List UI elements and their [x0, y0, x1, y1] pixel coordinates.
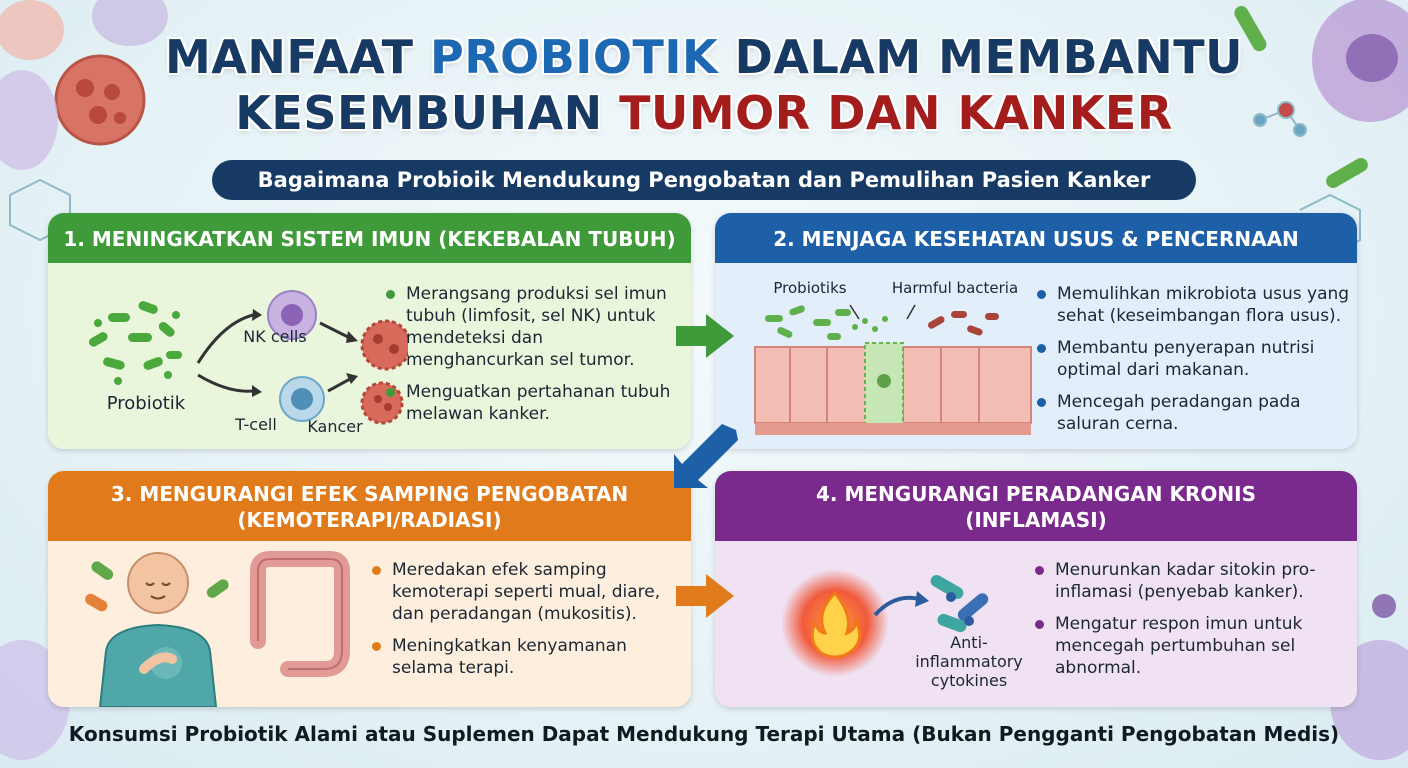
molecule-icon — [9, 101, 1361, 256]
pill-icon — [85, 561, 229, 612]
gut-illustration — [754, 304, 1032, 435]
footer-note: Konsumsi Probiotik Alami atau Suplemen D… — [68, 722, 1340, 746]
list-item: Merangsang produksi sel imun tubuh (limf… — [384, 283, 684, 371]
label-kancer: Kancer — [307, 417, 363, 436]
list-item: Memulihkan mikrobiota usus yang sehat (k… — [1035, 283, 1351, 327]
panel-gut-bullets: Memulihkan mikrobiota usus yang sehat (k… — [1035, 283, 1351, 445]
arrow-icon — [196, 313, 254, 364]
panel-immune-bullets: Merangsang produksi sel imun tubuh (limf… — [384, 283, 684, 435]
probiotic-bacteria-icon — [88, 301, 182, 385]
page-title-line1: MANFAAT PROBIOTIK DALAM MEMBANTU — [164, 30, 1244, 84]
nk-cell-icon — [267, 290, 317, 340]
fire-icon — [781, 569, 889, 677]
side-effects-illustration — [85, 551, 350, 707]
arrow-icon — [674, 424, 738, 488]
intestine-icon — [250, 551, 350, 677]
intestinal-villi-icon — [754, 342, 1032, 435]
panel-inflammation: 4. MENGURANGI PERADANGAN KRONIS (INFLAMA… — [715, 471, 1357, 707]
list-item: Mencegah peradangan pada saluran cerna. — [1035, 391, 1351, 435]
list-item: Membantu penyerapan nutrisi optimal dari… — [1035, 337, 1351, 381]
arrow-icon — [197, 373, 254, 393]
panel-inflammation-title: 4. MENGURANGI PERADANGAN KRONIS (INFLAMA… — [715, 471, 1357, 541]
virus-icon — [54, 54, 146, 146]
arrow-icon — [676, 314, 734, 358]
list-item: Menguatkan pertahanan tubuh melawan kank… — [384, 381, 684, 425]
panel-side-effects-title: 3. MENGURANGI EFEK SAMPING PENGOBATAN (K… — [48, 471, 691, 541]
cytokine-icon — [930, 575, 989, 633]
page-title-line2: KESEMBUHAN TUMOR DAN KANKER — [235, 86, 1173, 140]
label-harmful-bacteria: Harmful bacteria — [891, 279, 1019, 297]
cell-icon — [1234, 0, 1408, 188]
label-probiotiks: Probiotiks — [773, 279, 847, 297]
panel-immune: 1. MENINGKATKAN SISTEM IMUN (KEKEBALAN T… — [48, 213, 691, 449]
immune-illustration — [88, 290, 408, 425]
panel-gut-title: 2. MENJAGA KESEHATAN USUS & PENCERNAAN — [715, 213, 1357, 263]
panel-immune-title: 1. MENINGKATKAN SISTEM IMUN (KEKEBALAN T… — [48, 213, 691, 263]
probiotic-bacteria-icon — [765, 305, 888, 340]
list-item: Mengatur respon imun untuk mencegah pert… — [1033, 613, 1349, 679]
panel-side-effects: 3. MENGURANGI EFEK SAMPING PENGOBATAN (K… — [48, 471, 691, 707]
label-t-cell: T-cell — [235, 415, 277, 434]
inflammation-illustration — [781, 569, 989, 677]
label-nk-cells: NK cells — [243, 327, 307, 346]
label-cytokines: Anti-inflammatory cytokines — [915, 633, 1023, 690]
patient-icon — [98, 552, 218, 707]
cell-icon — [0, 0, 168, 170]
label-probiotik: Probiotik — [106, 393, 186, 414]
panel-side-effects-bullets: Meredakan efek samping kemoterapi sepert… — [370, 559, 670, 689]
panel-gut: 2. MENJAGA KESEHATAN USUS & PENCERNAAN — [715, 213, 1357, 449]
t-cell-icon — [279, 376, 325, 422]
list-item: Meredakan efek samping kemoterapi sepert… — [370, 559, 670, 625]
list-item: Menurunkan kadar sitokin pro-inflamasi (… — [1033, 559, 1349, 603]
subtitle-banner: Bagaimana Probioik Mendukung Pengobatan … — [212, 160, 1196, 200]
list-item: Meningkatkan kenyamanan selama terapi. — [370, 635, 670, 679]
arrow-icon — [676, 574, 734, 618]
harmful-bacteria-icon — [927, 311, 999, 336]
panel-inflammation-bullets: Menurunkan kadar sitokin pro-inflamasi (… — [1033, 559, 1349, 689]
arrow-icon — [873, 595, 920, 617]
